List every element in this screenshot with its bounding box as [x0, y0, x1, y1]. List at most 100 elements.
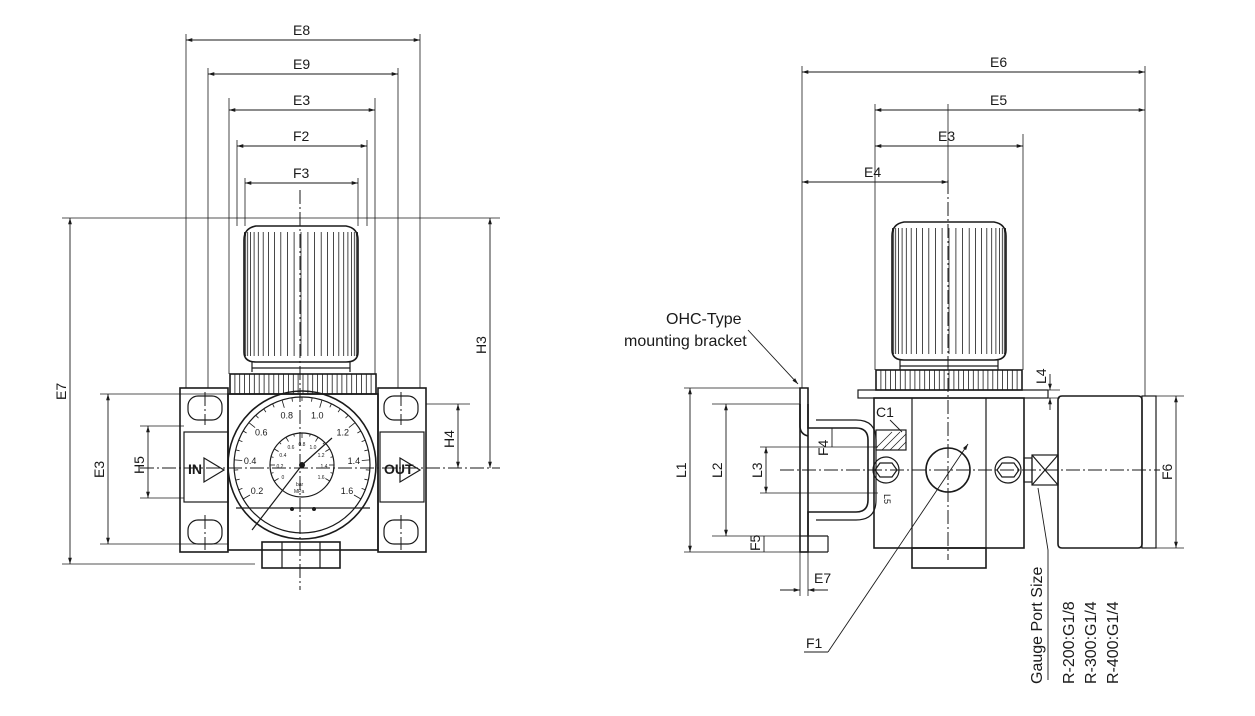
gauge-scale-label: 1.2	[318, 453, 325, 459]
gauge-scale-label: 1.6	[341, 486, 354, 496]
dim-label-f2: F2	[293, 128, 310, 144]
gauge-scale-label: 1.6	[318, 475, 325, 481]
right-flange	[377, 387, 427, 553]
dim-label-h4: H4	[441, 430, 457, 448]
bottom-boss	[261, 541, 341, 569]
gauge-tick	[235, 449, 240, 452]
gauge-unit-mpa: MPa	[294, 489, 305, 495]
gauge-tick	[291, 397, 293, 402]
gauge-tick	[325, 448, 330, 452]
bracket-label-line2: mounting bracket	[624, 333, 747, 350]
side-dimensions: E6 E5 E3 E4 C1 L4 F4 L1 L2 L3 L5 F5	[673, 54, 1178, 653]
gauge-tick	[270, 472, 274, 474]
gauge-tick	[353, 494, 362, 500]
gauge-tick	[242, 494, 251, 500]
gauge-tick	[319, 399, 323, 408]
gauge-tick	[293, 433, 295, 437]
dim-label-l5: L5	[882, 494, 892, 504]
gauge-tick	[357, 430, 362, 434]
dim-label-e3: E3	[293, 92, 310, 108]
dim-label-e3-vertical: E3	[91, 461, 107, 478]
dim-label-l1: L1	[673, 462, 689, 478]
side-center-port	[925, 447, 971, 493]
gauge-tick	[361, 459, 370, 461]
side-view: E6 E5 E3 E4 C1 L4 F4 L1 L2 L3 L5 F5	[624, 54, 1184, 684]
dim-label-e5: E5	[990, 92, 1007, 108]
gauge-tick	[248, 422, 256, 428]
gauge-tick	[337, 408, 341, 413]
dim-label-e3: E3	[938, 128, 955, 144]
dim-label-c1: C1	[876, 404, 894, 420]
gauge-tick	[361, 488, 366, 491]
gauge-port-title: Gauge Port Size	[1029, 567, 1046, 685]
gauge-port-size-r400: R-400:G1/4	[1105, 601, 1122, 684]
gauge-scale-label: 0.2	[251, 486, 264, 496]
knob-ribs	[243, 232, 359, 356]
left-hex-plug	[872, 456, 900, 484]
dim-label-l4: L4	[1033, 368, 1049, 384]
gauge-scale-label: 1.0	[311, 410, 324, 420]
ohc-mounting-bracket	[799, 387, 877, 553]
gauge-tick	[263, 408, 267, 413]
regulator-body	[227, 393, 379, 551]
dim-label-f6: F6	[1159, 463, 1175, 480]
gauge-tick	[311, 397, 313, 402]
gauge-port-callout: Gauge Port Size R-200:G1/8 R-300:G1/4 R-…	[1029, 487, 1122, 685]
gauge-port-size-r200: R-200:G1/8	[1061, 601, 1078, 684]
gauge-unit-bar: bar	[296, 482, 304, 488]
in-port-label: IN	[188, 461, 202, 477]
gauge-tick	[279, 442, 282, 445]
gauge-tick	[238, 488, 243, 491]
gauge-tick	[348, 422, 356, 428]
out-port-marker: OUT	[384, 456, 422, 484]
out-port-label: OUT	[384, 461, 414, 477]
gauge-scale-label: 0.4	[244, 456, 257, 466]
leader-c1	[889, 419, 903, 433]
gauge-scale-label: 1.4	[321, 464, 328, 470]
gauge-tick	[345, 414, 349, 419]
side-lock-nut	[875, 369, 1023, 391]
dim-label-h3: H3	[473, 336, 489, 354]
gauge-tick	[325, 478, 330, 482]
gauge-tick	[234, 459, 243, 461]
dim-label-e4: E4	[864, 164, 881, 180]
dim-label-l2: L2	[709, 462, 725, 478]
gauge-tick	[285, 437, 289, 442]
gauge-scale-label: 0.8	[280, 410, 293, 420]
dim-label-e7: E7	[814, 570, 831, 586]
gauge-tick	[322, 442, 325, 445]
right-hex-plug	[994, 456, 1022, 484]
gauge-inner-scale	[270, 433, 334, 482]
gauge-tick	[330, 456, 334, 458]
gauge-scale-label: 0	[282, 475, 285, 481]
dim-label-f5: F5	[747, 534, 763, 551]
dim-label-h5: H5	[131, 456, 147, 474]
side-gauge	[1023, 395, 1157, 549]
bracket-callout: OHC-Type mounting bracket	[624, 311, 799, 385]
hatched-section	[875, 429, 907, 451]
gauge-outer-scale	[234, 397, 370, 500]
gauge-tick	[315, 437, 319, 442]
gauge-scale-label: 1.4	[348, 456, 361, 466]
adjustment-knob	[243, 225, 359, 372]
gauge-tick	[281, 399, 285, 408]
gauge-scale-label: 0.2	[277, 464, 284, 470]
gauge-tick	[242, 430, 247, 434]
gauge-scale-label: 0.6	[288, 445, 295, 451]
bracket-label-line1: OHC-Type	[666, 311, 742, 328]
dim-label-e9: E9	[293, 56, 310, 72]
gauge-tick	[235, 478, 240, 481]
front-extension-lines	[62, 34, 500, 565]
gauge-scale-label: 0.4	[279, 453, 286, 459]
gauge-tick	[274, 478, 279, 482]
front-dimensions: E8 E9 E3 F2 F3 E7 H3 H4 E3 H5	[53, 22, 492, 564]
dim-label-e6: E6	[990, 54, 1007, 70]
gauge-tick	[364, 449, 369, 452]
gauge-tick	[274, 448, 279, 452]
gauge-tick	[255, 414, 259, 419]
gauge-port-size-r300: R-300:G1/4	[1083, 601, 1100, 684]
gauge-tick	[238, 439, 243, 442]
